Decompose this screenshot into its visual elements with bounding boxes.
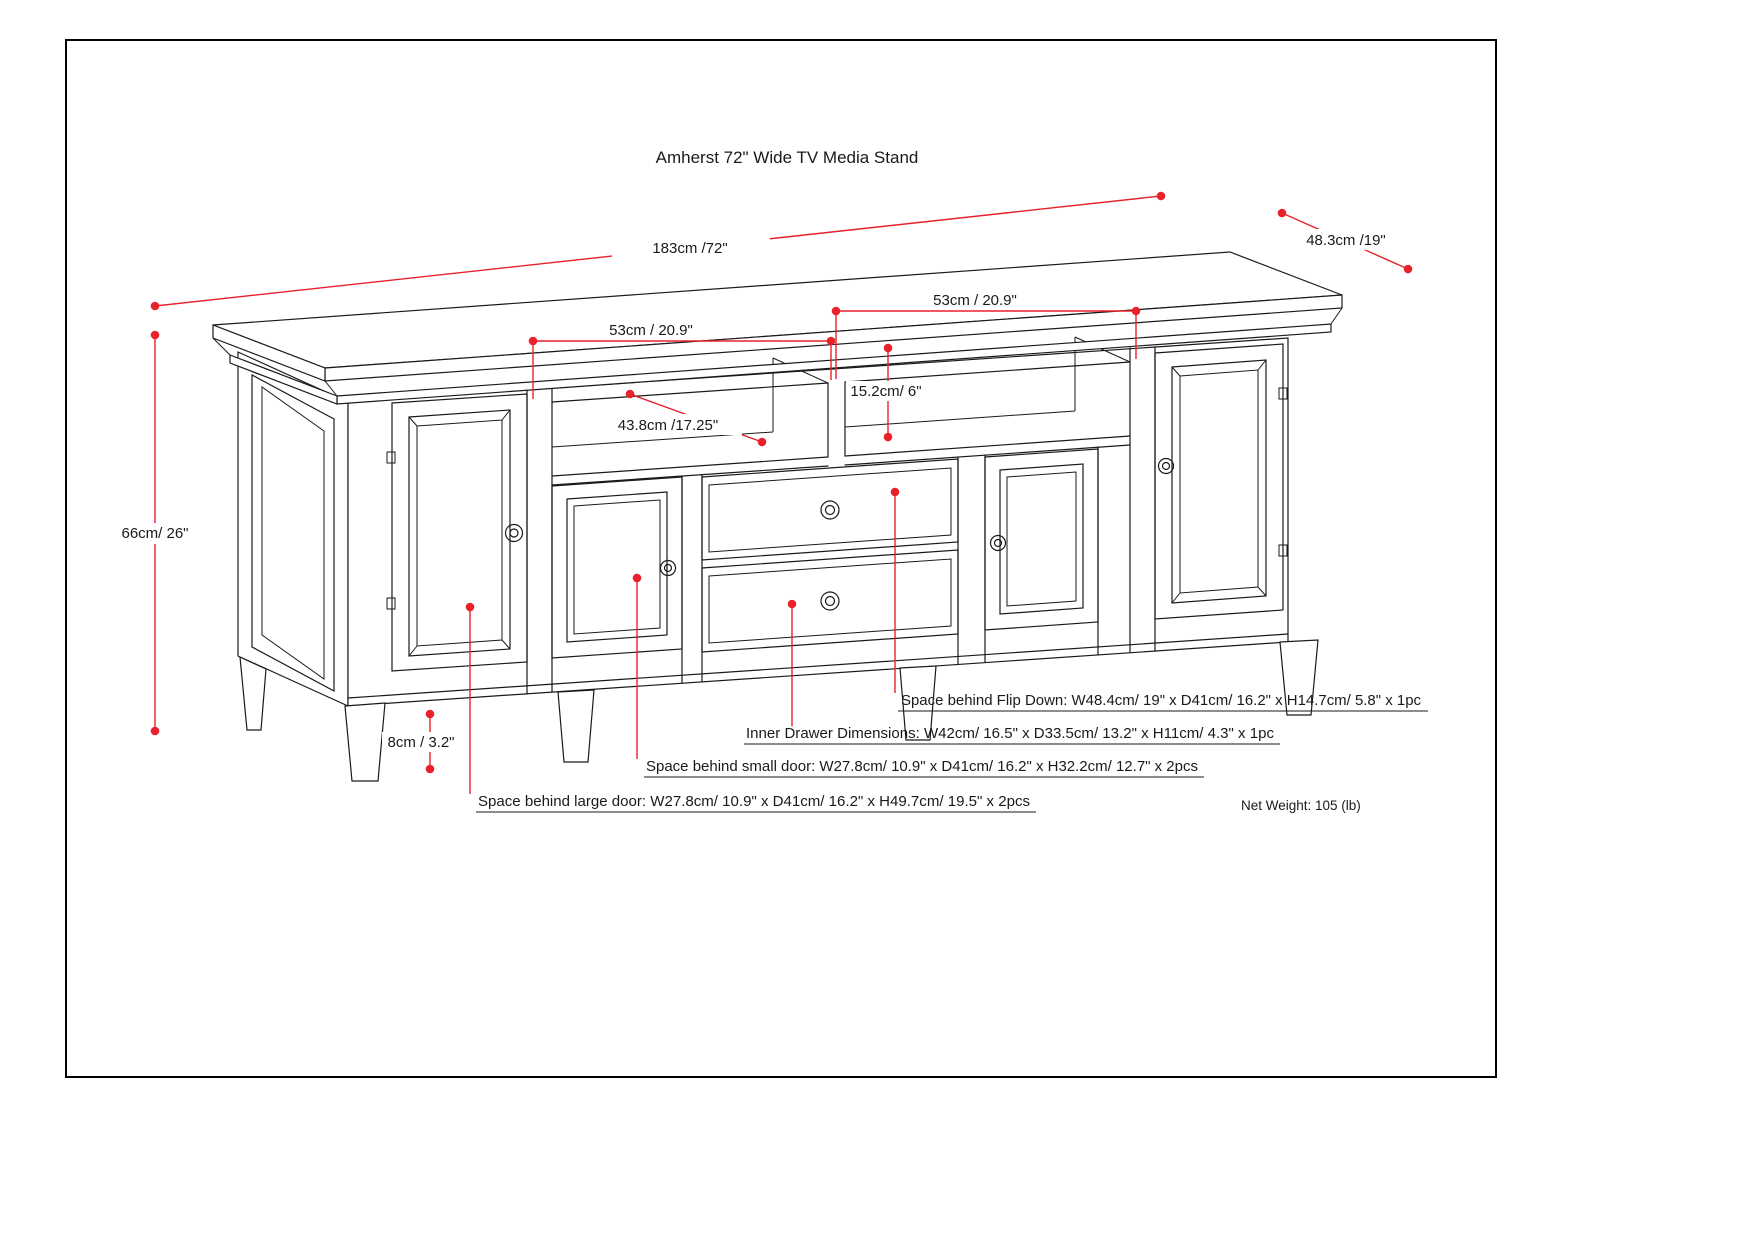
bottom-rail-line bbox=[347, 633, 1289, 699]
dim-overall-width: 183cm /72" bbox=[150, 191, 1166, 311]
drawer-top bbox=[701, 458, 959, 561]
dim-dot bbox=[883, 343, 893, 353]
small-door bbox=[551, 476, 683, 659]
front-mid-right-leg bbox=[899, 665, 937, 741]
front-mid-left-leg bbox=[557, 689, 595, 763]
top-drawer-knob bbox=[820, 500, 840, 520]
hinge-icon bbox=[386, 451, 396, 464]
dim-dot bbox=[1277, 208, 1287, 218]
annotation-large-door: Space behind large door: W27.8cm/ 10.9" … bbox=[478, 793, 1030, 810]
front-right-leg bbox=[1279, 639, 1319, 716]
hinge-icon bbox=[1278, 544, 1288, 557]
drawer-bottom bbox=[701, 549, 959, 653]
hinge-icon bbox=[386, 597, 396, 610]
annotation-flip-down: Space behind Flip Down: W48.4cm/ 19" x D… bbox=[901, 692, 1421, 709]
dim-dot bbox=[883, 432, 893, 442]
dim-dot bbox=[1131, 306, 1141, 316]
dim-left-opening-width: 53cm / 20.9" bbox=[528, 322, 836, 399]
annotation-inner-drawer: Inner Drawer Dimensions: W42cm/ 16.5" x … bbox=[746, 725, 1274, 742]
dim-overall-depth-label: 48.3cm /19" bbox=[1306, 232, 1386, 249]
left-door-knob bbox=[504, 523, 524, 543]
dim-opening-height-label: 15.2cm/ 6" bbox=[850, 383, 921, 400]
center-right-door-knob bbox=[989, 534, 1007, 552]
dim-dot bbox=[1403, 264, 1413, 274]
dim-dot bbox=[1156, 191, 1166, 201]
dim-overall-height-label: 66cm/ 26" bbox=[121, 525, 188, 542]
net-weight-label: Net Weight: 105 (lb) bbox=[1241, 798, 1361, 813]
dim-dot bbox=[425, 764, 435, 774]
dim-dot bbox=[425, 709, 435, 719]
dim-opening-height: 15.2cm/ 6" bbox=[846, 343, 926, 442]
right-tall-door bbox=[1154, 343, 1288, 620]
front-left-leg bbox=[344, 702, 386, 782]
dimension-lines: 183cm /72" 48.3cm /19" 53cm / 20.9" 53cm… bbox=[112, 191, 1428, 813]
legs bbox=[344, 639, 1319, 782]
left-tall-door bbox=[386, 393, 528, 672]
back-left-leg bbox=[239, 656, 267, 731]
leader-small-door: Space behind small door: W27.8cm/ 10.9" … bbox=[632, 573, 1204, 778]
page-title: Amherst 72" Wide TV Media Stand bbox=[656, 148, 919, 167]
dim-right-opening-label: 53cm / 20.9" bbox=[933, 292, 1017, 309]
leader-inner-drawer: Inner Drawer Dimensions: W42cm/ 16.5" x … bbox=[744, 599, 1280, 745]
diagram-border bbox=[65, 39, 1497, 1078]
dim-opening-depth: 43.8cm /17.25" bbox=[594, 389, 767, 447]
dim-leg-height-label: 8cm / 3.2" bbox=[387, 734, 454, 751]
annotation-small-door: Space behind small door: W27.8cm/ 10.9" … bbox=[646, 758, 1198, 775]
dim-overall-depth: 48.3cm /19" bbox=[1277, 208, 1413, 274]
left-side-panel bbox=[237, 351, 349, 707]
dim-dot bbox=[826, 336, 836, 346]
dim-right-opening-width: 53cm / 20.9" bbox=[831, 292, 1141, 379]
dim-dot bbox=[528, 336, 538, 346]
small-door-knob bbox=[659, 559, 677, 577]
left-open-shelf bbox=[551, 357, 829, 486]
dim-dot bbox=[625, 389, 635, 399]
center-right-door bbox=[984, 448, 1099, 631]
dim-overall-height: 66cm/ 26" bbox=[112, 330, 198, 736]
dim-left-opening-label: 53cm / 20.9" bbox=[609, 322, 693, 339]
leader-large-door: Space behind large door: W27.8cm/ 10.9" … bbox=[465, 602, 1036, 813]
dim-dot bbox=[150, 330, 160, 340]
dim-dot bbox=[831, 306, 841, 316]
dim-dot bbox=[150, 301, 160, 311]
leader-flip-down: Space behind Flip Down: W48.4cm/ 19" x D… bbox=[890, 487, 1428, 712]
dim-overall-width-label: 183cm /72" bbox=[652, 240, 727, 257]
right-door-knob bbox=[1157, 457, 1175, 475]
dim-dot bbox=[757, 437, 767, 447]
bottom-drawer-knob bbox=[820, 591, 840, 611]
dim-opening-depth-label: 43.8cm /17.25" bbox=[618, 417, 718, 434]
dim-leg-height: 8cm / 3.2" bbox=[382, 709, 462, 774]
hinge-icon bbox=[1278, 387, 1288, 400]
tv-stand-drawing bbox=[212, 251, 1343, 782]
dim-dot bbox=[150, 726, 160, 736]
